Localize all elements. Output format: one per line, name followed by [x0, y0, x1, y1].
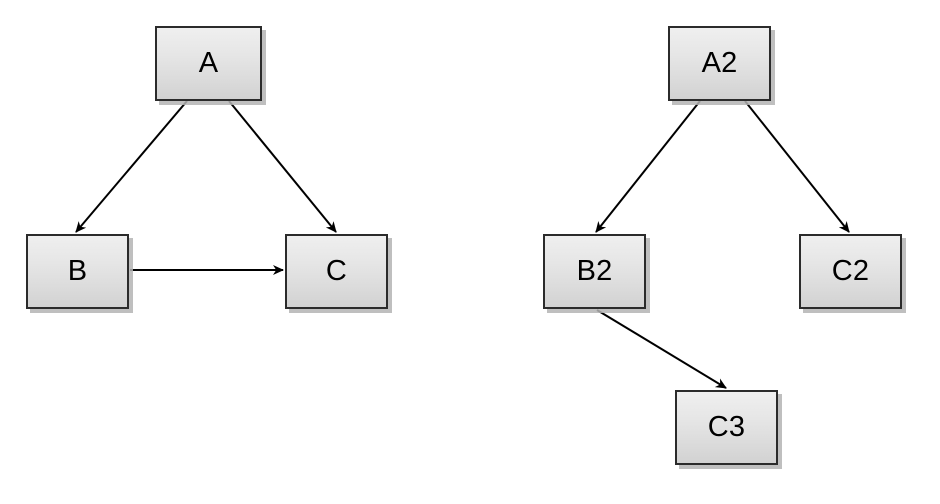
- node-label: C: [325, 255, 348, 287]
- edge-a2-to-c2: [744, 100, 850, 233]
- edges-group: [75, 100, 850, 389]
- node-b[interactable]: B: [26, 234, 129, 309]
- node-a[interactable]: A: [155, 26, 262, 101]
- edge-b2-to-c3: [596, 309, 727, 389]
- node-label: A2: [701, 47, 738, 79]
- node-c[interactable]: C: [285, 234, 388, 309]
- node-label: C2: [831, 255, 870, 287]
- node-a2[interactable]: A2: [668, 26, 771, 101]
- node-label: B2: [576, 255, 613, 287]
- node-b2[interactable]: B2: [543, 234, 646, 309]
- edge-a-to-c: [228, 100, 337, 233]
- edge-a-to-b: [75, 100, 188, 233]
- node-c3[interactable]: C3: [675, 390, 778, 465]
- node-label: A: [198, 47, 219, 79]
- node-c2[interactable]: C2: [799, 234, 902, 309]
- node-label: C3: [707, 411, 746, 443]
- edge-a2-to-b2: [595, 100, 701, 233]
- node-label: B: [67, 255, 88, 287]
